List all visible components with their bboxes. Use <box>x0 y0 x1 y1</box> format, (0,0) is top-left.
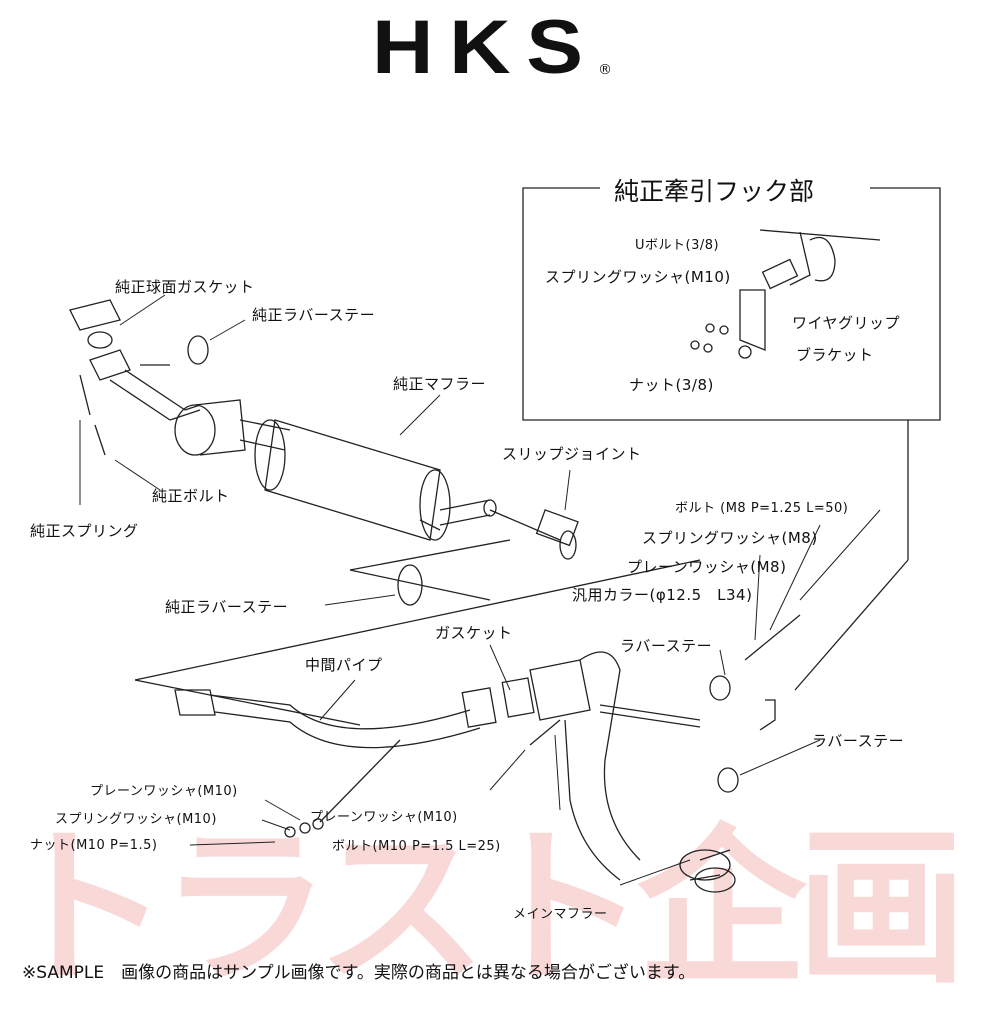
label-spring-washer-m10-left: スプリングワッシャ(M10) <box>55 812 217 827</box>
label-plain-washer-m10-right: プレーンワッシャ(M10) <box>310 810 458 825</box>
center-pipe <box>174 677 535 749</box>
label-bracket: ブラケット <box>796 346 874 364</box>
label-center-pipe: 中間パイプ <box>305 656 383 674</box>
label-oem-ball-gasket: 純正球面ガスケット <box>115 278 255 296</box>
label-plain-washer-m8: プレーンワッシャ(M8) <box>627 558 787 576</box>
inset-title: 純正牽引フック部 <box>606 172 823 208</box>
tow-hook-parts <box>690 229 881 359</box>
hks-logo: HKS <box>372 5 599 90</box>
label-plain-washer-m10-left: プレーンワッシャ(M10) <box>90 784 238 799</box>
m10-hardware <box>284 719 561 838</box>
label-nut-m10: ナット(M10 P=1.5) <box>30 838 158 853</box>
leader-line <box>794 559 909 691</box>
main-muffler <box>529 614 801 893</box>
label-oem-bolt: 純正ボルト <box>152 487 230 505</box>
label-u-bolt: Uボルト(3/8) <box>635 238 720 253</box>
label-oem-rubber-stay-top: 純正ラバーステー <box>252 306 376 324</box>
leader-arrows <box>79 294 881 886</box>
oem-front-pipe <box>69 299 291 456</box>
label-bolt-m10: ボルト(M10 P=1.5 L=25) <box>332 839 501 854</box>
registered-mark: ® <box>598 62 612 78</box>
label-main-muffler: メインマフラー <box>513 907 608 922</box>
label-oem-muffler: 純正マフラー <box>393 375 487 393</box>
label-collar: 汎用カラー(φ12.5 L34) <box>572 586 753 604</box>
label-spring-washer-m10-inset: スプリングワッシャ(M10) <box>545 268 731 286</box>
slip-joint <box>134 509 701 726</box>
label-spring-washer-m8: スプリングワッシャ(M8) <box>642 529 818 547</box>
watermark: トラスト企画 <box>0 810 967 1008</box>
footer-disclaimer: ※SAMPLE 画像の商品はサンプル画像です。実際の商品とは異なる場合がございま… <box>22 963 696 983</box>
inset-box <box>522 187 941 421</box>
oem-muffler <box>254 419 497 541</box>
label-oem-rubber-stay-mid: 純正ラバーステー <box>165 598 289 616</box>
label-rubber-stay-2: ラバーステー <box>812 732 905 750</box>
label-nut-3-8: ナット(3/8) <box>629 376 714 394</box>
label-wire-grip: ワイヤグリップ <box>792 314 901 332</box>
label-gasket: ガスケット <box>435 624 513 642</box>
label-bolt-m8: ボルト (M8 P=1.25 L=50) <box>675 501 849 516</box>
label-slip-joint: スリップジョイント <box>502 445 642 463</box>
label-oem-spring: 純正スプリング <box>30 522 139 540</box>
label-rubber-stay-1: ラバーステー <box>620 637 713 655</box>
